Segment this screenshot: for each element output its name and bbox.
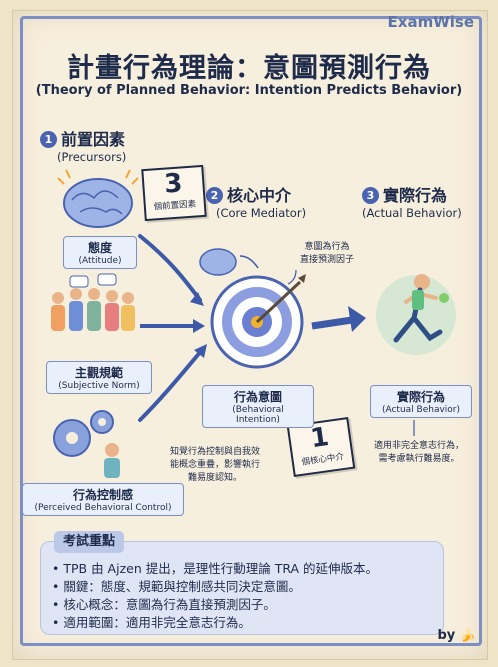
note-non-volitional: 適用非完全意志行為， 需考慮執行難易度。 xyxy=(358,440,480,466)
badge-three-precursors: 3 個前置因素 xyxy=(141,164,207,222)
note-line: 直接預測因子 xyxy=(299,255,354,265)
arrow-intention-behavior xyxy=(311,316,353,330)
byline: by 🍌 xyxy=(438,628,477,643)
section-subtitle: (Core Mediator) xyxy=(216,206,307,220)
note-line: 難易度認知。 xyxy=(187,473,242,483)
note-line: 知覺行為控制與自我效 xyxy=(169,447,260,457)
page-title: 計畫行為理論：意圖預測行為 xyxy=(67,53,431,84)
people-group-icon xyxy=(51,273,135,331)
brand-logo: ExamWise xyxy=(387,13,474,31)
key-point: 關鍵：態度、規範與控制感共同決定意圖。 xyxy=(52,578,442,596)
badge-text: 個前置因素 xyxy=(153,199,197,213)
label-subjective-norm: 主觀規範 (Subjective Norm) xyxy=(46,361,152,394)
key-points-list: TPB 由 Ajzen 提出，是理性行動理論 TRA 的延伸版本。 關鍵：態度、… xyxy=(52,560,442,632)
key-points-title: 考試重點 xyxy=(54,531,124,553)
note-direct-predictor: 意圖為行為 直接預測因子 xyxy=(284,241,370,267)
section-title: 核心中介 xyxy=(227,186,292,205)
label-zh: 態度 xyxy=(87,241,112,255)
section-subtitle: (Precursors) xyxy=(57,150,127,164)
gears-icon xyxy=(53,410,120,478)
label-perceived-behavioral-control: 行為控制感 (Perceived Behavioral Control) xyxy=(22,483,184,516)
label-behavioral-intention: 行為意圖 (Behavioral Intention) xyxy=(202,385,314,428)
note-line: 需考慮執行難易度。 xyxy=(378,454,460,464)
page-subtitle: (Theory of Planned Behavior: Intention P… xyxy=(35,83,463,98)
target-icon xyxy=(210,274,306,369)
label-attitude: 態度 (Attitude) xyxy=(63,236,137,269)
label-zh: 行為意圖 xyxy=(233,390,282,404)
byline-text: by xyxy=(437,628,456,643)
label-en: (Perceived Behavioral Control) xyxy=(34,503,172,513)
arrow-attitude xyxy=(138,234,202,302)
runner-icon xyxy=(376,274,456,355)
note-line: 能概念重疊，影響執行 xyxy=(169,460,260,470)
badge-number: 3 xyxy=(163,168,184,200)
label-zh: 主觀規範 xyxy=(74,366,123,380)
label-en: (Behavioral Intention) xyxy=(232,405,284,425)
label-actual-behavior: 實際行為 (Actual Behavior) xyxy=(370,385,472,418)
banana-icon: 🍌 xyxy=(459,628,476,643)
note-control-efficacy: 知覺行為控制與自我效 能概念重疊，影響執行 難易度認知。 xyxy=(150,446,280,485)
label-zh: 行為控制感 xyxy=(72,488,133,502)
label-en: (Actual Behavior) xyxy=(381,405,461,415)
key-point: TPB 由 Ajzen 提出，是理性行動理論 TRA 的延伸版本。 xyxy=(52,560,442,578)
section-number: 2 xyxy=(206,187,223,204)
label-en: (Attitude) xyxy=(78,256,122,266)
section-subtitle: (Actual Behavior) xyxy=(362,206,462,220)
key-point: 核心概念：意圖為行為直接預測因子。 xyxy=(52,596,442,614)
note-line: 意圖為行為 xyxy=(304,242,350,252)
key-point: 適用範圍：適用非完全意志行為。 xyxy=(52,614,442,632)
section-number: 1 xyxy=(40,131,57,148)
arrow-control xyxy=(138,348,204,422)
section-title: 實際行為 xyxy=(383,186,448,205)
note-line: 適用非完全意志行為， xyxy=(373,441,464,451)
section-number: 3 xyxy=(362,187,379,204)
label-zh: 實際行為 xyxy=(396,390,445,404)
small-brain-icon xyxy=(199,248,237,276)
section-title: 前置因素 xyxy=(61,130,126,149)
label-en: (Subjective Norm) xyxy=(58,381,140,391)
brain-icon xyxy=(57,169,139,228)
page-frame xyxy=(20,16,482,646)
